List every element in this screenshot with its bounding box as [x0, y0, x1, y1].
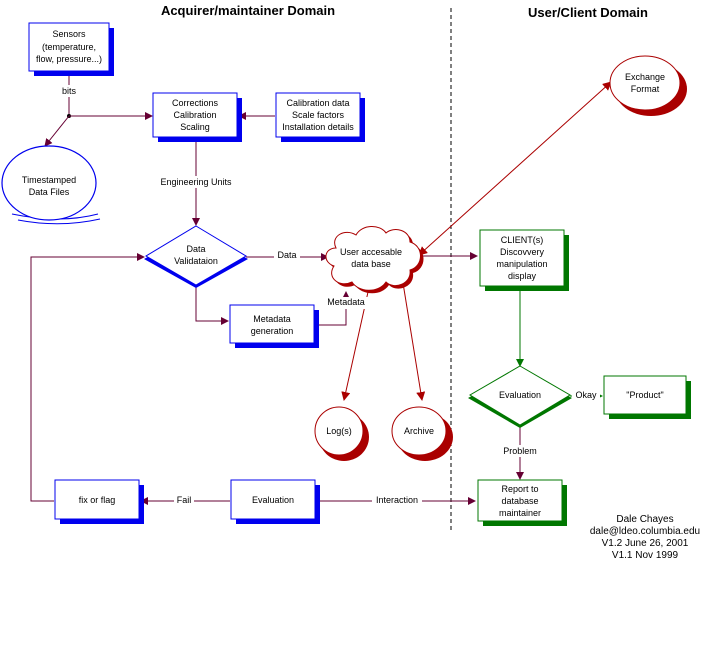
edge-label-metadata: Metadata [327, 297, 365, 307]
sensors-line-3: flow, pressure...) [36, 54, 102, 64]
problem-label-bg [499, 445, 541, 457]
box [275, 92, 361, 138]
edge-fix-validation [30, 253, 145, 502]
node-user-database: User accesable data base [325, 226, 424, 294]
box [229, 304, 315, 344]
report-line-2: database [501, 496, 538, 506]
edge-label-data: Data [277, 250, 296, 260]
node-evaluation-client: Evaluation [468, 365, 572, 428]
ellipse [391, 406, 447, 456]
node-logs: Log(s) [314, 406, 369, 461]
metadata-label-bg [324, 297, 368, 309]
client-line-2: Discovvery [500, 247, 545, 257]
engineering-label-bg [156, 176, 236, 188]
timestamped-line-2: Data Files [29, 187, 70, 197]
edge-db-archive [402, 282, 426, 401]
client-line-1: CLIENT(s) [501, 235, 544, 245]
metadata-gen-line-1: Metadata [253, 314, 291, 324]
cloud [325, 226, 421, 291]
node-archive: Archive [391, 406, 453, 461]
edge-label-interaction: Interaction [376, 495, 418, 505]
exchange-line-2: Format [631, 84, 660, 94]
timestamped-line-1: Timestamped [22, 175, 76, 185]
data-label-bg [274, 250, 300, 262]
db-line-2: data base [351, 259, 391, 269]
validation-line-1: Data [186, 244, 205, 254]
box [479, 229, 565, 287]
sensors-line-2: (temperature, [42, 42, 96, 52]
node-metadata-generation: Metadata generation [229, 304, 319, 348]
sensors-line-1: Sensors [52, 29, 86, 39]
credit-name: Dale Chayes [616, 514, 673, 525]
node-sensors: Sensors (temperature, flow, pressure...) [28, 22, 114, 76]
product-text: "Product" [626, 390, 663, 400]
fail-label-bg [174, 494, 194, 506]
node-evaluation-main: Evaluation [230, 479, 320, 524]
db-line-1: User accesable [340, 247, 402, 257]
client-line-3: manipulation [496, 259, 547, 269]
edge-label-engineering-units: Engineering Units [160, 177, 232, 187]
logs-text: Log(s) [326, 426, 352, 436]
okay-label-bg [572, 389, 600, 401]
corrections-line-3: Scaling [180, 122, 210, 132]
node-data-validation: Data Validataion [144, 225, 248, 288]
bits-label-bg [57, 85, 81, 97]
edge-label-okay: Okay [575, 390, 597, 400]
node-fix-or-flag: fix or flag [54, 479, 144, 524]
metadata-gen-line-2: generation [251, 326, 294, 336]
node-timestamped-data-files: Timestamped Data Files [1, 145, 101, 225]
left-domain-title: Acquirer/maintainer Domain [161, 3, 335, 18]
edge-label-fail: Fail [177, 495, 192, 505]
credit-version-2: V1.1 Nov 1999 [612, 550, 679, 561]
validation-line-2: Validataion [174, 256, 218, 266]
box [152, 92, 238, 138]
interaction-label-bg [372, 494, 422, 506]
right-domain-title: User/Client Domain [528, 5, 648, 20]
corrections-line-1: Corrections [172, 98, 219, 108]
box [230, 479, 316, 520]
diamond [469, 365, 571, 426]
report-line-3: maintainer [499, 508, 541, 518]
edge-validation-metadata [195, 287, 229, 325]
archive-text: Archive [404, 426, 434, 436]
credit-version-1: V1.2 June 26, 2001 [602, 538, 689, 549]
evaluation-main-text: Evaluation [252, 495, 294, 505]
report-line-1: Report to [501, 484, 538, 494]
ellipse [609, 55, 681, 111]
evaluation-client-text: Evaluation [499, 390, 541, 400]
edge-label-bits: bits [62, 86, 77, 96]
box [54, 479, 140, 520]
box [477, 479, 563, 522]
client-line-4: display [508, 271, 537, 281]
edge-label-problem: Problem [503, 446, 537, 456]
node-exchange-format: Exchange Format [609, 55, 687, 116]
calibration-line-3: Installation details [282, 122, 354, 132]
exchange-line-1: Exchange [625, 72, 665, 82]
corrections-line-2: Calibration [173, 110, 216, 120]
edge-db-exchange [418, 81, 612, 256]
fix-or-flag-text: fix or flag [79, 495, 116, 505]
calibration-line-1: Calibration data [286, 98, 349, 108]
node-report: Report to database maintainer [477, 479, 567, 526]
node-product: "Product" [603, 375, 691, 419]
underline-2 [17, 218, 101, 225]
box [28, 22, 110, 72]
credit-email: dale@ldeo.columbia.edu [590, 526, 700, 537]
ellipse [314, 406, 364, 456]
node-calibration-data: Calibration data Scale factors Installat… [275, 92, 365, 142]
node-client: CLIENT(s) Discovvery manipulation displa… [479, 229, 569, 291]
box [603, 375, 687, 415]
node-corrections: Corrections Calibration Scaling [152, 92, 242, 142]
credit-block: Dale Chayes dale@ldeo.columbia.edu V1.2 … [590, 514, 700, 561]
edge-junction-timestamped [44, 115, 70, 147]
ellipse [1, 145, 97, 221]
calibration-line-2: Scale factors [292, 110, 345, 120]
diamond [145, 225, 247, 286]
